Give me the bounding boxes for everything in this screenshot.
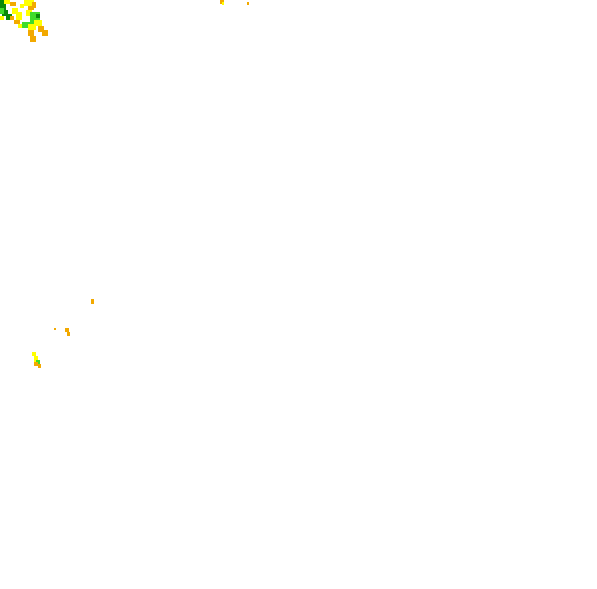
raster-cell-dark-green (0, 0, 6, 10)
raster-cell-yellow (28, 24, 36, 30)
raster-cell-yellow (34, 20, 42, 26)
raster-cell-orange (10, 2, 16, 6)
raster-cell-green (0, 8, 4, 14)
raster-cell-orange (10, 16, 14, 20)
raster-cell-yellow (18, 24, 22, 28)
raster-cell-orange (28, 6, 34, 10)
raster-cell-orange (38, 26, 44, 32)
raster-cell-yellow (34, 356, 38, 362)
raster-cell-orange (28, 30, 34, 36)
raster-cell-dark-green (2, 10, 8, 16)
raster-cell-yellow (20, 4, 24, 8)
raster-cell-orange (38, 364, 41, 368)
raster-cell-orange (14, 20, 20, 24)
raster-cell-yellow (12, 8, 18, 14)
raster-cell-yellow (16, 12, 22, 20)
raster-cell-orange (42, 30, 48, 36)
raster-cell-yellow (32, 352, 36, 356)
raster-cell-orange (32, 2, 36, 8)
raster-cell-green (30, 12, 40, 24)
raster-cell-yellow (24, 0, 34, 6)
raster-cell-yellow (26, 10, 32, 16)
raster-cell-yellow (222, 2, 224, 5)
raster-cell-orange (34, 362, 38, 366)
raster-cell-yellow (0, 16, 4, 20)
raster-cell-dark-green (6, 14, 12, 20)
raster-cell-dark-green (36, 14, 40, 18)
raster-cell-green (22, 22, 30, 28)
raster-cell-orange (247, 2, 249, 5)
raster-cell-orange (67, 332, 70, 336)
raster-cell-yellow (4, 0, 10, 4)
raster-cell-orange (65, 328, 69, 332)
raster-cell-orange (91, 299, 94, 304)
raster-cell-orange (30, 36, 36, 42)
raster-cell-orange (54, 328, 56, 330)
